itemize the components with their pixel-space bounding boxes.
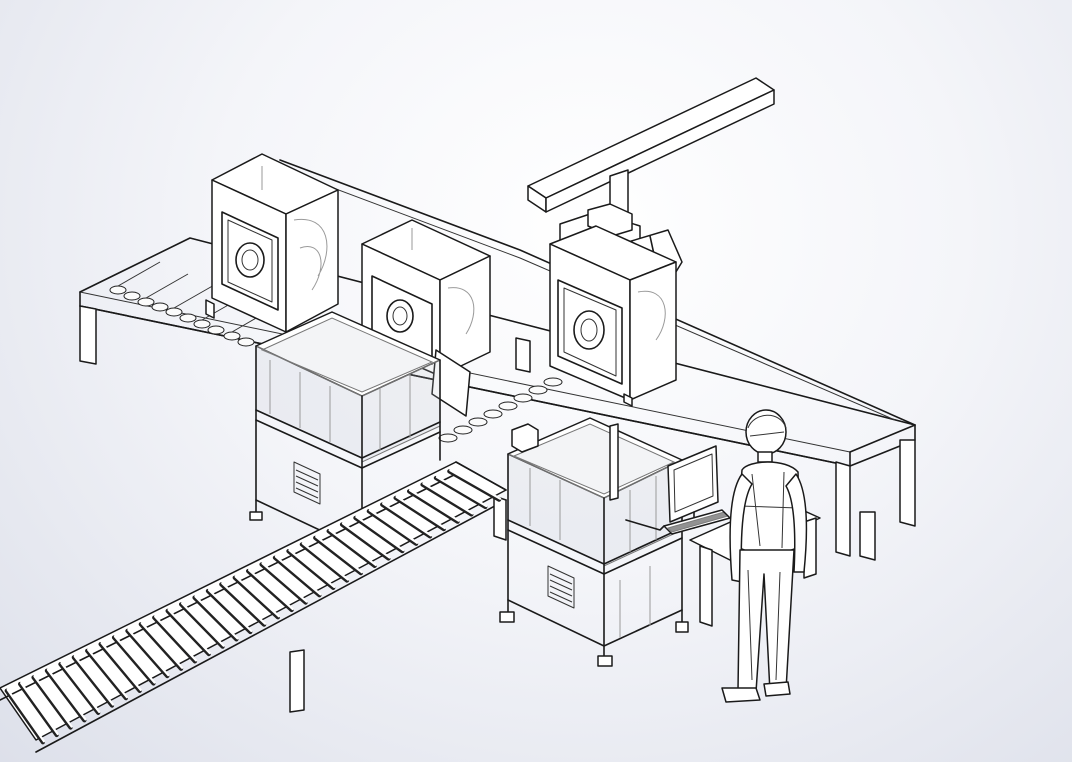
conveyor-roller-highlight <box>435 475 488 508</box>
conveyor-roller-highlight <box>248 568 294 611</box>
conveyor-roller <box>58 661 101 716</box>
conveyor-roller <box>339 522 391 561</box>
conveyor-roller <box>179 602 225 649</box>
conveyor-roller-highlight <box>154 615 198 662</box>
test-station-cabinet-front <box>499 417 689 667</box>
conveyor-roller <box>380 502 433 539</box>
conveyor-roller <box>420 482 474 517</box>
conveyor-roller-highlight <box>167 608 211 655</box>
conveyor-roller <box>44 668 87 723</box>
conveyor-roller-highlight <box>409 489 460 522</box>
operator-figure <box>721 409 808 703</box>
conveyor-roller <box>393 495 446 532</box>
long-roller-conveyor <box>0 461 507 753</box>
rear-conveyor-rollers <box>109 261 563 443</box>
conveyor-roller-highlight <box>368 509 419 544</box>
conveyor-roller-highlight <box>328 528 377 567</box>
conveyor-roller-highlight <box>194 595 239 640</box>
conveyor-roller-highlight <box>140 622 184 669</box>
conveyor-roller <box>219 582 267 627</box>
conveyor-roller-highlight <box>274 555 322 596</box>
conveyor-roller <box>299 542 350 583</box>
conveyor-roller <box>165 608 211 657</box>
conveyor-roller-highlight <box>207 588 253 633</box>
conveyor-roller-highlight <box>6 688 46 743</box>
conveyor-roller <box>4 688 46 745</box>
conveyor-roller <box>18 681 59 738</box>
conveyor-roller <box>138 622 184 671</box>
conveyor-roller <box>85 648 129 701</box>
conveyor-roller <box>272 555 322 598</box>
conveyor-roller-highlight <box>341 522 391 559</box>
conveyor-roller-highlight <box>33 675 73 728</box>
conveyor-roller-highlight <box>87 648 129 699</box>
conveyor-roller-highlight <box>422 482 474 515</box>
conveyor-roller <box>98 641 142 694</box>
washer-unit-left <box>205 153 339 333</box>
conveyor-roller <box>313 535 363 576</box>
conveyor-roller-highlight <box>20 681 59 736</box>
conveyor-roller-highlight <box>60 661 101 714</box>
conveyor-roller-highlight <box>127 628 170 677</box>
conveyor-roller <box>246 568 294 613</box>
conveyor-roller <box>433 475 488 510</box>
conveyor-roller <box>447 469 502 502</box>
conveyor-roller-highlight <box>449 469 502 500</box>
conveyor-roller-highlight <box>113 635 156 684</box>
conveyor-roller-highlight <box>395 495 446 530</box>
washer-unit-suspended <box>549 225 677 407</box>
conveyor-roller <box>366 509 419 546</box>
conveyor-roller-highlight <box>288 548 336 589</box>
conveyor-roller-highlight <box>73 655 115 706</box>
conveyor-roller <box>259 562 308 605</box>
conveyor-roller <box>326 528 377 569</box>
conveyor-roller <box>286 548 336 591</box>
conveyor-roller <box>111 635 156 686</box>
conveyor-roller-highlight <box>181 602 225 647</box>
conveyor-roller <box>71 655 115 708</box>
conveyor-roller <box>152 615 198 664</box>
conveyor-roller-highlight <box>301 542 350 581</box>
conveyor-roller-highlight <box>46 668 87 721</box>
conveyor-roller-highlight <box>315 535 363 574</box>
conveyor-roller <box>31 675 73 730</box>
conveyor-roller-highlight <box>261 562 308 603</box>
conveyor-roller <box>407 489 460 524</box>
conveyor-roller-highlight <box>382 502 433 537</box>
conveyor-roller <box>232 575 280 620</box>
conveyor-roller-highlight <box>221 582 267 625</box>
conveyor-roller-highlight <box>234 575 280 618</box>
washer-unit-middle <box>361 219 491 417</box>
conveyor-roller-highlight <box>355 515 405 552</box>
conveyor-roller <box>353 515 405 554</box>
conveyor-roller-highlight <box>100 641 142 692</box>
conveyor-roller <box>205 588 253 635</box>
conveyor-roller <box>192 595 239 642</box>
conveyor-roller <box>125 628 170 679</box>
